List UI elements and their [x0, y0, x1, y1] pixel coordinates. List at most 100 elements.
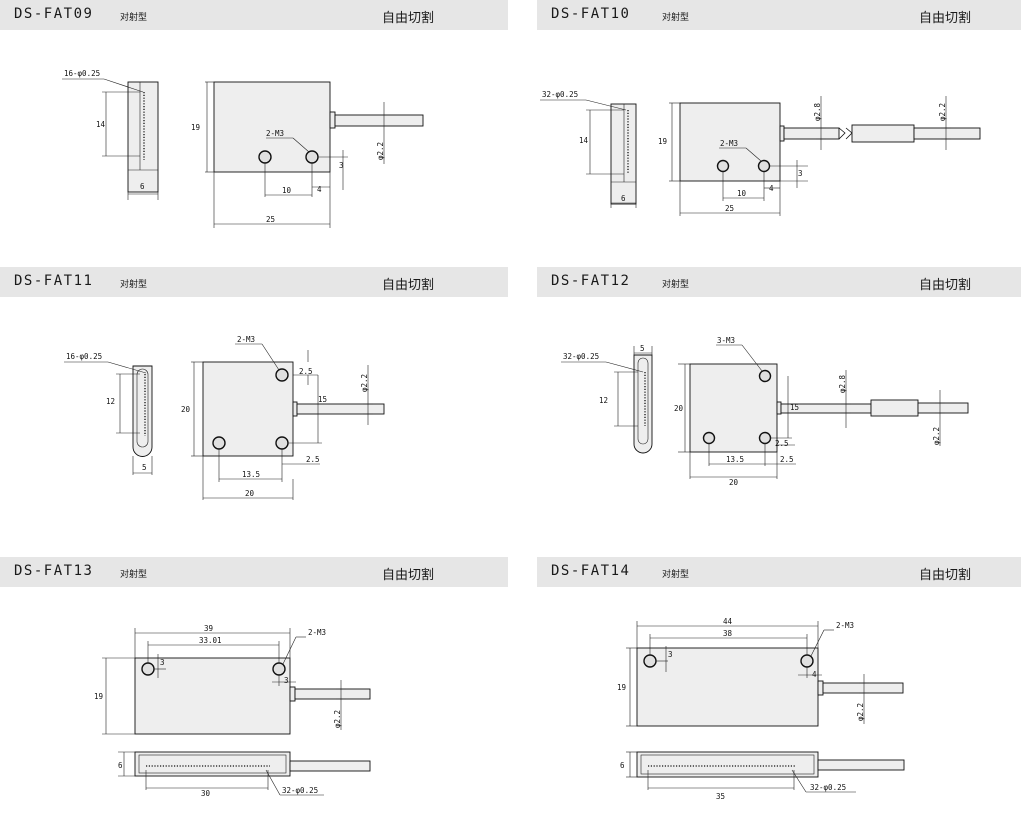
bottom-view	[134, 751, 291, 777]
model-name: DS-FAT09	[14, 6, 94, 22]
mount-hole	[757, 159, 771, 173]
mount-hole	[643, 654, 657, 668]
dim-fiber-span: 30	[201, 789, 211, 798]
dim-width-side: 5	[640, 344, 645, 353]
cut-mode: 自由切割	[919, 278, 972, 293]
dim-length: 44	[723, 617, 733, 626]
dim-width-side: 6	[140, 182, 145, 191]
dim-hole-spacing: 38	[723, 629, 733, 638]
dim-screw: 2-M3	[836, 621, 854, 630]
header-ds-fat14: DS-FAT14 对射型 自由切割	[537, 557, 1021, 587]
dim-edge-y: 3	[339, 161, 344, 170]
dim-length: 25	[725, 204, 734, 213]
dim-hole-spacing: 13.5	[242, 470, 260, 479]
dim-hole-spacing: 10	[737, 189, 747, 198]
side-view	[633, 354, 653, 454]
header-ds-fat10: DS-FAT10 对射型 自由切割	[537, 0, 1021, 30]
drawing-ds-fat12: 32-φ0.25 5 12 3-M3 20 15 2.5 13.5	[561, 336, 969, 487]
dim-screw: 2-M3	[237, 335, 255, 344]
fiber-cable	[294, 688, 371, 700]
dim-fiber: 32-φ0.25	[810, 783, 846, 792]
mount-hole	[716, 159, 730, 173]
dim-edge-x: 4	[812, 670, 817, 679]
model-name: DS-FAT13	[14, 563, 94, 579]
dim-edge-bottom: 2.5	[306, 455, 320, 464]
dim-fiber: 16-φ0.25	[64, 69, 100, 78]
sensor-type: 对射型	[120, 13, 148, 23]
dim-fiber-span: 35	[716, 792, 725, 801]
cut-mode: 自由切割	[382, 278, 435, 293]
side-view	[127, 81, 159, 193]
dim-screw: 2-M3	[308, 628, 326, 637]
dim-edge-top: 2.5	[299, 367, 313, 376]
dim-cable-y: 15	[318, 395, 327, 404]
dim-height: 20	[674, 404, 684, 413]
dim-height: 19	[617, 683, 626, 692]
drawing-ds-fat09: 16-φ0.25 14 6 19 2-M3 10 4 3	[62, 69, 424, 228]
dim-height-side: 12	[599, 396, 608, 405]
front-view	[134, 657, 291, 735]
mount-hole	[702, 431, 716, 445]
dim-height-side: 12	[106, 397, 115, 406]
dim-hole-spacing: 10	[282, 186, 292, 195]
drawing-ds-fat14: 44 38 2-M3 3 4 19 φ2.2 6 35	[617, 617, 905, 801]
sensor-type: 对射型	[662, 280, 690, 290]
dim-edge-y: 3	[668, 650, 673, 659]
sensor-type: 对射型	[120, 570, 148, 580]
dim-screw: 2-M3	[720, 139, 738, 148]
dim-length: 20	[729, 478, 739, 487]
side-view	[132, 365, 153, 457]
model-name: DS-FAT10	[551, 6, 631, 22]
drawing-ds-fat11: 16-φ0.25 12 5 20 2-M3 2.5 15 13.5	[64, 335, 385, 500]
fiber-cable	[296, 403, 385, 415]
dim-width-side: 6	[621, 194, 626, 203]
dim-fiber: 16-φ0.25	[66, 352, 102, 361]
fiber-cable	[334, 114, 424, 127]
side-view	[610, 103, 637, 205]
dim-height: 20	[181, 405, 191, 414]
dim-fiber: 32-φ0.25	[282, 786, 318, 795]
dim-thickness: 6	[620, 761, 625, 770]
dim-hole-spacing: 13.5	[726, 455, 744, 464]
dim-fiber: 32-φ0.25	[542, 90, 578, 99]
bottom-view	[636, 751, 819, 778]
mount-hole	[212, 436, 226, 450]
header-ds-fat09: DS-FAT09 对射型 自由切割	[0, 0, 508, 30]
header-ds-fat11: DS-FAT11 对射型 自由切割	[0, 267, 508, 297]
mount-hole	[758, 431, 772, 445]
dim-edge-x: 4	[317, 185, 322, 194]
mount-hole	[275, 368, 289, 382]
dim-length: 25	[266, 215, 275, 224]
dim-edge-top: 2.5	[775, 439, 789, 448]
fiber-cable	[783, 127, 840, 140]
dim-height: 19	[658, 137, 667, 146]
fiber-cable	[822, 682, 904, 694]
dim-length: 20	[245, 489, 255, 498]
mount-hole	[272, 662, 286, 676]
header-ds-fat13: DS-FAT13 对射型 自由切割	[0, 557, 508, 587]
model-name: DS-FAT11	[14, 273, 94, 289]
cut-mode: 自由切割	[919, 11, 972, 26]
front-view	[636, 647, 819, 727]
cut-mode: 自由切割	[919, 568, 972, 583]
dim-hole-spacing: 33.01	[199, 636, 222, 645]
dim-edge-x: 4	[769, 184, 774, 193]
dim-cable: φ2.8	[838, 374, 847, 393]
dim-edge-y: 3	[160, 658, 165, 667]
dim-height: 19	[94, 692, 103, 701]
mount-hole	[758, 369, 772, 383]
dim-height-side: 14	[579, 136, 589, 145]
dim-edge-x: 3	[284, 676, 289, 685]
dim-cable-end: φ2.2	[932, 427, 941, 445]
dim-cable: φ2.2	[333, 710, 342, 728]
dim-edge-y: 3	[798, 169, 803, 178]
cut-mode: 自由切割	[382, 11, 435, 26]
sensor-type: 对射型	[662, 13, 690, 23]
drawing-ds-fat13: 39 33.01 2-M3 3 3 19 φ2.2 6 30	[94, 624, 371, 798]
dim-screw: 2-M3	[266, 129, 284, 138]
dim-cable: φ2.2	[856, 703, 865, 721]
dim-height-side: 14	[96, 120, 106, 129]
dim-cable-end: φ2.2	[938, 103, 947, 121]
dim-cable-y: 15	[790, 403, 799, 412]
